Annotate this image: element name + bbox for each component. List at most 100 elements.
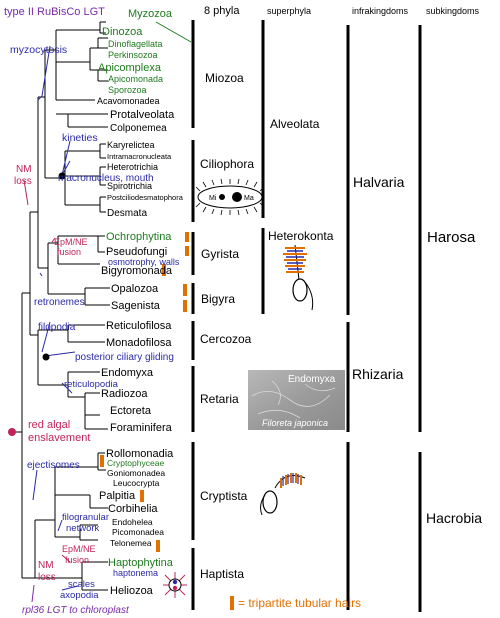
annotation-red-algal-line1: red algal: [28, 419, 70, 431]
cercozoa-node: [42, 353, 50, 361]
annotation-filopodia: filopodia: [38, 322, 76, 333]
red-algal-node: [8, 428, 16, 436]
taxon-haptophytina: Haptophytina: [108, 557, 174, 569]
annotation-haptonema: haptonema: [113, 568, 158, 578]
taxon-heliozoa: Heliozoa: [110, 585, 154, 597]
taxon-apicomonada: Apicomonada: [108, 74, 163, 84]
taxon-colponemea: Colponemea: [110, 123, 167, 134]
header-phyla: 8 phyla: [204, 5, 240, 17]
taxon-monadofilosa: Monadofilosa: [106, 337, 172, 349]
phylum-ciliophora: Ciliophora: [200, 157, 254, 171]
taxon-ectoreta: Ectoreta: [110, 405, 152, 417]
annotation-nm-loss-top-line2: loss: [14, 176, 32, 187]
annotation-scales-line2: axopodia: [60, 590, 99, 601]
taxon-endohelea: Endohelea: [112, 517, 153, 527]
phylum-cercozoa: Cercozoa: [200, 332, 252, 346]
annotation-retronemes: retronemes: [34, 297, 85, 308]
taxon-radiozoa: Radiozoa: [101, 388, 148, 400]
legend-tripartite-hairs: = tripartite tubular hairs: [238, 596, 361, 610]
infrakingdom-rhizaria: Rhizaria: [352, 366, 404, 382]
heterokont-cell-icon: [283, 244, 314, 311]
taxon-palpitia: Palpitia: [99, 490, 136, 502]
phylum-gyrista: Gyrista: [201, 247, 239, 261]
annotation-epmne-bottom-line2: fusion: [65, 555, 89, 565]
infrakingdom-halvaria: Halvaria: [353, 174, 405, 190]
ciliate-mi-label: Mi: [209, 195, 217, 202]
myzozoa-leader: [155, 21, 192, 43]
header-infrakingdoms: infrakingdoms: [352, 6, 409, 16]
annotation-red-algal-line2: enslavement: [28, 432, 90, 444]
photo-caption: Filoreta japonica: [262, 418, 328, 428]
header-subkingdoms: subkingdoms: [426, 6, 480, 16]
taxon-pseudofungi: Pseudofungi: [106, 246, 167, 258]
phylum-haptista: Haptista: [200, 567, 244, 581]
taxon-apicomplexa: Apicomplexa: [98, 62, 162, 74]
ciliate-icon: [195, 178, 265, 216]
taxon-bigyromonada: Bigyromonada: [101, 265, 173, 277]
annotation-osmotrophy: osmotrophy, walls: [108, 257, 180, 267]
taxon-goniomonadea: Goniomonadea: [107, 468, 165, 478]
taxon-protalveolata: Protalveolata: [110, 109, 175, 121]
ciliophora-node: [58, 172, 66, 180]
annotation-posterior-gliding: posterior ciliary gliding: [75, 352, 174, 363]
annotation-nm-loss-top-line1: NM: [16, 164, 32, 175]
annotation-rpl36: rpl36 LGT to chloroplast: [22, 605, 130, 616]
annotation-ejectisomes: ejectisomes: [27, 460, 80, 471]
annotation-type2-rubisco: type II RuBisCo LGT: [4, 6, 105, 18]
taxon-perkinsozoa: Perkinsozoa: [108, 50, 158, 60]
superphylum-heterokonta: Heterokonta: [268, 229, 334, 243]
taxon-myzozoa: Myzozoa: [128, 8, 173, 20]
annotation-nm-loss-bottom-line1: NM: [38, 560, 54, 571]
annotation-leaders: [23, 45, 79, 603]
annotation-myzocytosis: myzocytosis: [10, 44, 67, 56]
taxon-intramacronucleata: Intramacronucleata: [107, 152, 172, 161]
annotation-epmne-top-line1: EpM/NE: [54, 237, 88, 247]
taxon-foraminifera: Foraminifera: [110, 422, 173, 434]
phylum-retaria: Retaria: [200, 392, 239, 406]
cryptist-cell-icon: [260, 473, 306, 516]
annotation-epmne-top-line2: fusion: [57, 247, 81, 257]
taxon-heterotrichia: Heterotrichia: [107, 162, 158, 172]
header-superphyla: superphyla: [267, 6, 311, 16]
taxon-dinoflagellata: Dinoflagellata: [108, 39, 163, 49]
annotation-epmne-bottom-line1: EpM/NE: [62, 544, 96, 554]
taxon-telonemea: Telonemea: [110, 538, 152, 548]
taxon-acavomonadea: Acavomonadea: [97, 96, 160, 106]
taxon-sagenista: Sagenista: [111, 300, 161, 312]
taxon-spirotrichia: Spirotrichia: [107, 181, 152, 191]
taxon-reticulofilosa: Reticulofilosa: [106, 320, 172, 332]
annotation-filogranular-line1: filogranular: [62, 512, 109, 523]
annotation-macronucleus: macronucleus, mouth: [58, 173, 154, 184]
subkingdom-harosa: Harosa: [427, 229, 476, 246]
infrakingdom-hacrobia: Hacrobia: [426, 510, 482, 526]
taxon-corbihelia: Corbihelia: [108, 503, 158, 515]
taxon-sporozoa: Sporozoa: [108, 85, 147, 95]
annotation-reticulopodia: reticulopodia: [64, 379, 119, 390]
taxon-ochrophytina: Ochrophytina: [106, 231, 172, 243]
taxon-endomyxa: Endomyxa: [101, 367, 154, 379]
endomyxa-photo: [248, 370, 345, 430]
phylum-bigyra: Bigyra: [201, 292, 235, 306]
phylum-miozoa: Miozoa: [205, 71, 244, 85]
taxon-picomonadea: Picomonadea: [112, 527, 164, 537]
annotation-nm-loss-bottom-line2: loss: [38, 572, 56, 583]
phylum-cryptista: Cryptista: [200, 489, 248, 503]
taxon-karyrelictea: Karyrelictea: [107, 140, 155, 150]
tripartite-hair-markers: [100, 232, 234, 610]
ciliate-ma-label: Ma: [244, 195, 254, 202]
taxon-dinozoa: Dinozoa: [102, 26, 143, 38]
annotation-scales-line1: scales: [68, 579, 95, 590]
taxon-desmata: Desmata: [107, 208, 147, 219]
annotation-filogranular-line2: network: [66, 523, 100, 534]
taxon-cryptophyceae: Cryptophyceae: [107, 458, 164, 468]
photo-title: Endomyxa: [288, 374, 336, 385]
taxon-postciliodesmatophora: Postciliodesmatophora: [107, 193, 184, 202]
taxon-opalozoa: Opalozoa: [111, 283, 159, 295]
taxon-leucocrypta: Leucocrypta: [113, 478, 160, 488]
superphylum-alveolata: Alveolata: [270, 117, 320, 131]
annotation-kineties: kineties: [62, 132, 98, 144]
heliozoa-icon: [163, 572, 187, 598]
taxon-rollomonadia: Rollomonadia: [106, 448, 174, 460]
